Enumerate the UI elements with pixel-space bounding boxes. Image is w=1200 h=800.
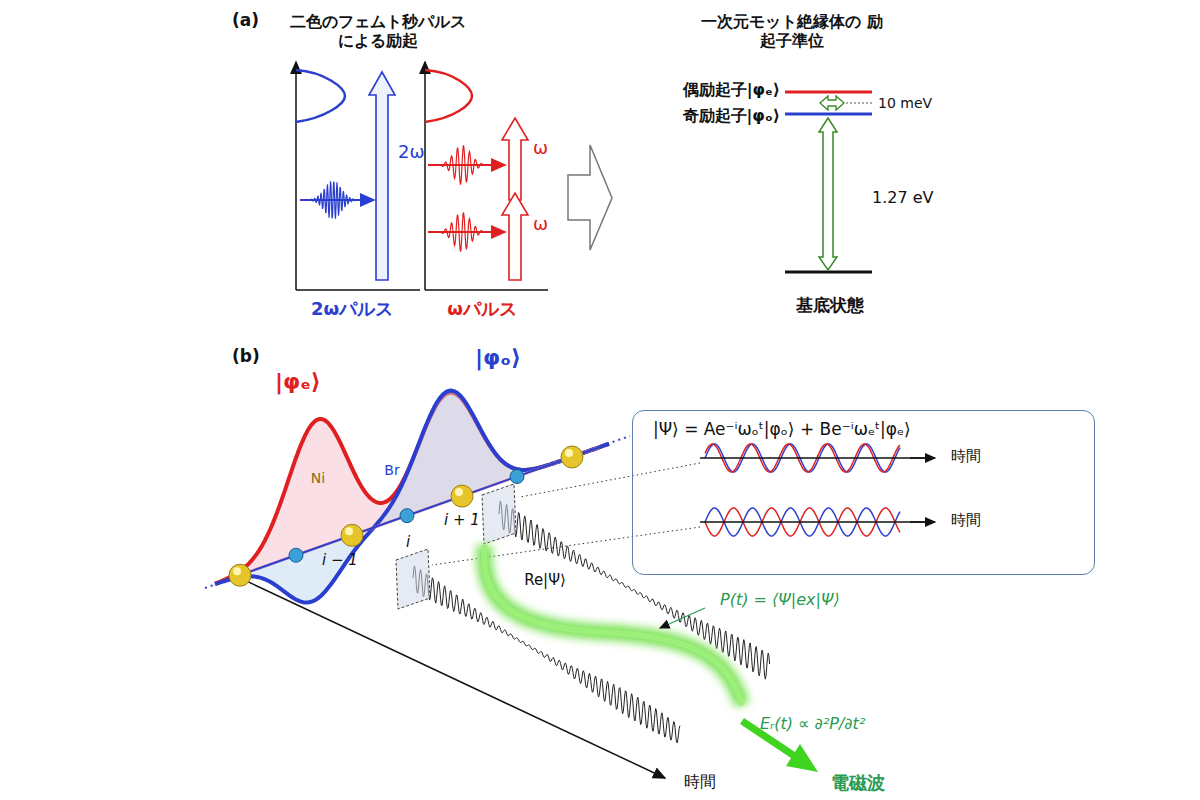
wavefunction-label: |φₒ⟩ bbox=[475, 345, 521, 371]
atom-highlight bbox=[233, 567, 241, 575]
atom-highlight bbox=[565, 449, 573, 457]
pulse-packet bbox=[436, 145, 488, 184]
heading: 一次元モット絶縁体の 励起子準位 bbox=[697, 12, 887, 50]
site-index: i + 1 bbox=[444, 511, 480, 529]
atom-highlight bbox=[345, 527, 353, 535]
info-box: |Ψ⟩ = Ae⁻ⁱωₒᵗ|φₒ⟩ + Be⁻ⁱωₑᵗ|φₑ⟩時間時間 bbox=[632, 410, 1095, 575]
formula: |Ψ⟩ = Ae⁻ⁱωₒᵗ|φₒ⟩ + Be⁻ⁱωₑᵗ|φₑ⟩ bbox=[653, 419, 911, 439]
energy-gap: 1.27 eV bbox=[872, 188, 934, 207]
br-atom bbox=[289, 548, 303, 562]
atom-label: Br bbox=[384, 462, 399, 479]
level-label: 基底状態 bbox=[796, 295, 864, 315]
frequency-label: 2ω bbox=[398, 141, 425, 163]
atom-label: Ni bbox=[311, 470, 325, 487]
wave-label: 電磁波 bbox=[831, 772, 885, 794]
br-atom bbox=[400, 509, 414, 523]
level-label: 偶励起子|φₑ⟩ bbox=[683, 80, 780, 99]
br-atom bbox=[510, 470, 524, 484]
axis-label: 時間 bbox=[951, 447, 981, 465]
radiation-formula: Eᵣ(t) ∝ ∂²P/∂t² bbox=[760, 714, 865, 733]
frequency-label: ω bbox=[533, 137, 548, 159]
ni-atom bbox=[561, 446, 583, 468]
waveform bbox=[499, 501, 770, 679]
atom-highlight bbox=[455, 488, 463, 496]
heading: 二色のフェムト秒パルス による励起 bbox=[288, 12, 468, 50]
ni-atom bbox=[451, 485, 473, 507]
wavefunction-label: |φₑ⟩ bbox=[275, 369, 321, 395]
waveform-label: Re|Ψ⟩ bbox=[524, 571, 566, 589]
ni-atom bbox=[341, 524, 363, 546]
polarization-formula: P(t) = ⟨Ψ|ex|Ψ⟩ bbox=[720, 590, 840, 609]
pulse-packet bbox=[436, 212, 488, 251]
pulse-label: ωパルス bbox=[447, 298, 517, 320]
panel-tag: (b) bbox=[232, 346, 260, 366]
panel-tag: (a) bbox=[232, 10, 259, 30]
ni-atom bbox=[229, 564, 251, 586]
energy-gap: 10 meV bbox=[878, 95, 932, 112]
frequency-label: ω bbox=[533, 213, 548, 235]
axis-label: 時間 bbox=[684, 772, 716, 791]
level-label: 奇励起子|φₒ⟩ bbox=[683, 106, 780, 125]
site-index: i bbox=[406, 533, 410, 551]
site-index: i − 1 bbox=[322, 551, 358, 569]
pulse-label: 2ωパルス bbox=[311, 298, 393, 320]
axis-label: 時間 bbox=[951, 511, 981, 529]
pulse-packet bbox=[307, 181, 359, 219]
